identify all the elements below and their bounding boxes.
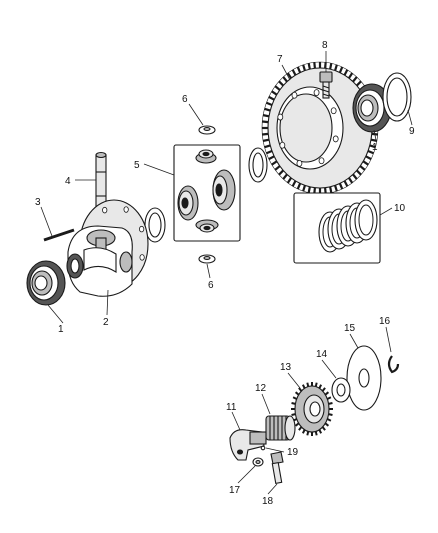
ring-gear-washer [248,147,268,183]
ring-gear [261,61,379,195]
speedometer-adapter [229,429,267,461]
speedometer-plate [346,345,382,411]
leader-lines [40,51,413,495]
right-side-gear [212,169,236,211]
callout-3-roll-pin: 3 [35,197,41,208]
gear-washer [331,377,351,403]
side-gear-washer [144,207,166,243]
callout-labels: 1 1 2 3 4 5 6 6 7 8 9 10 11 12 13 14 15 … [35,40,415,507]
left-side-gear [177,185,199,221]
right-side-bearing [352,83,392,133]
upper-pinion-gear [195,149,217,164]
callout-7-ring-gear: 7 [277,54,283,65]
roll-pin [43,228,75,242]
o-ring [260,445,266,451]
callout-6-upper-washer: 6 [182,94,188,105]
pinion-shaft [95,151,107,226]
callout-2-case: 2 [103,317,109,328]
callout-13-drive-gear: 13 [280,362,292,373]
speedometer-drive-gear [291,382,333,436]
upper-thrust-washer [198,125,216,135]
callout-17-washer: 17 [229,485,241,496]
callout-11-adapter: 11 [226,402,237,413]
retainer-bolt [270,451,284,485]
shim-kit [293,192,381,264]
retainer-washer [252,457,264,467]
snap-ring [387,355,400,374]
callout-8-bolt: 8 [322,40,328,51]
ring-gear-bolt [319,71,333,99]
differential-gear-set [173,144,241,242]
callout-1-right-bearing: 1 [372,142,378,153]
callout-6-lower-washer: 6 [208,280,214,291]
speedometer-pinion [265,415,296,441]
callout-10-shim-kit: 10 [394,203,406,214]
callout-4-pinion-shaft: 4 [65,176,71,187]
right-shim [382,72,412,122]
callout-14-washer: 14 [316,349,328,360]
callout-15-plate: 15 [344,323,356,334]
callout-5-gear-set: 5 [134,160,140,171]
callout-12-pinion: 12 [255,383,267,394]
differential-case [66,199,149,297]
callout-1-left-bearing: 1 [58,324,64,335]
left-side-bearing [26,260,66,306]
callout-9-shim: 9 [409,126,415,137]
callout-19-o-ring: 19 [287,447,299,458]
lower-thrust-washer [198,254,216,264]
lower-pinion-gear [195,219,219,233]
callout-18-bolt: 18 [262,496,274,507]
callout-16-snap-ring: 16 [379,316,391,327]
